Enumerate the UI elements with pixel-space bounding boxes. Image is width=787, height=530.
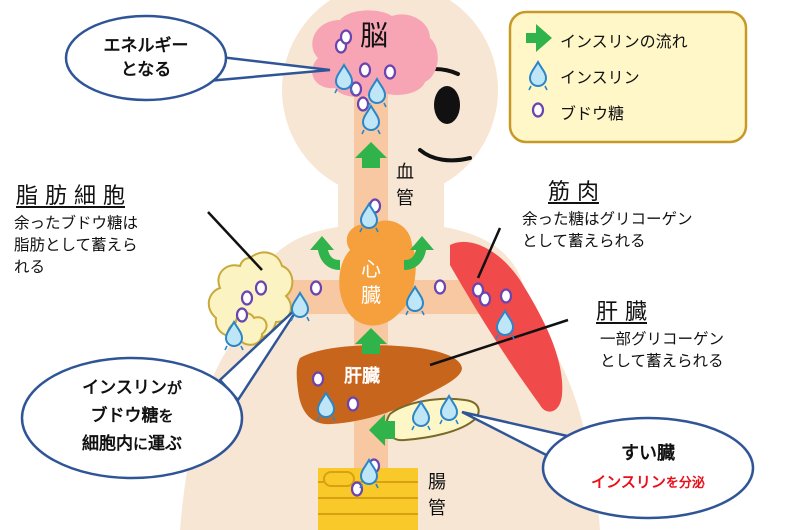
- insulin-role-word-cell-interior: 細胞内: [81, 434, 133, 454]
- muscle-description: 余った糖はグリコーゲン として蓄えられる: [522, 210, 693, 250]
- insulin-role-word-carry: 運ぶ: [148, 434, 182, 454]
- legend-box: [508, 10, 748, 144]
- speech-bubbles: [20, 14, 755, 520]
- liver-title: 肝 臓: [596, 300, 647, 325]
- legend-item-insulin: インスリン: [560, 64, 640, 88]
- liver-description: 一部グリコーゲン として蓄えられる: [600, 330, 725, 370]
- legend-item-glucose: ブドウ糖: [560, 100, 624, 124]
- heart-shape: [339, 220, 416, 326]
- insulin-role-particle-ga: が: [166, 379, 182, 397]
- intestine-label-line1: 腸: [428, 472, 446, 493]
- liver-shape: [296, 345, 462, 425]
- legend-label-insulin-flow: インスリンの流れ: [560, 32, 688, 51]
- legend-label-glucose: ブドウ糖: [560, 104, 625, 123]
- pancreas-line2: インスリンを分泌: [560, 468, 736, 498]
- pancreas-word-secrete: を分泌: [665, 476, 705, 491]
- intestine-label: 腸 管: [428, 470, 446, 522]
- energy-line1: エネルギー: [103, 36, 189, 56]
- fat-cell-description: 余ったブドウ糖は 脂肪として蓄えら れる: [14, 214, 139, 276]
- muscle-title: 筋 肉: [548, 180, 599, 205]
- pancreas-word-insulin: インスリン: [591, 473, 666, 491]
- heart-label-line2: 臓: [361, 283, 381, 307]
- legend-label-insulin: インスリン: [560, 68, 640, 87]
- pointer-lines: [207, 211, 569, 367]
- insulin-role-line3: 細胞内に運ぶ: [42, 430, 222, 458]
- insulin-role-word-insulin: インスリン: [82, 378, 167, 398]
- pancreas-line1: すい臓: [621, 443, 675, 464]
- legend-item-insulin-flow: インスリンの流れ: [560, 28, 688, 52]
- insulin-role-word-glucose: ブドウ糖: [90, 406, 159, 426]
- energy-line2: となる: [120, 60, 172, 80]
- insulin-role-particle-ni: に: [132, 435, 148, 453]
- blood-vessel-label-line1: 血: [396, 162, 414, 183]
- pancreas-bubble-text: すい臓 インスリンを分泌: [560, 440, 736, 498]
- insulin-role-bubble-text: インスリンが ブドウ糖を 細胞内に運ぶ: [42, 374, 222, 458]
- insulin-role-line1: インスリンが: [42, 374, 222, 402]
- liver-organ-label: 肝臓: [344, 366, 380, 387]
- intestine-label-line2: 管: [428, 498, 446, 519]
- insulin-role-particle-wo: を: [158, 407, 174, 425]
- energy-bubble-text: エネルギー となる: [86, 34, 206, 82]
- insulin-flow-arrows: [310, 142, 434, 446]
- insulin-role-line2: ブドウ糖を: [42, 402, 222, 430]
- heart-label-line1: 心: [361, 257, 381, 281]
- brain-label: 脳: [360, 19, 389, 52]
- heart-label: 心 臓: [361, 256, 381, 308]
- fat-cell-title: 脂 肪 細 胞: [16, 184, 125, 209]
- face: [403, 67, 472, 163]
- blood-vessel-label-line2: 管: [396, 188, 414, 209]
- blood-vessel-label: 血 管: [396, 160, 414, 212]
